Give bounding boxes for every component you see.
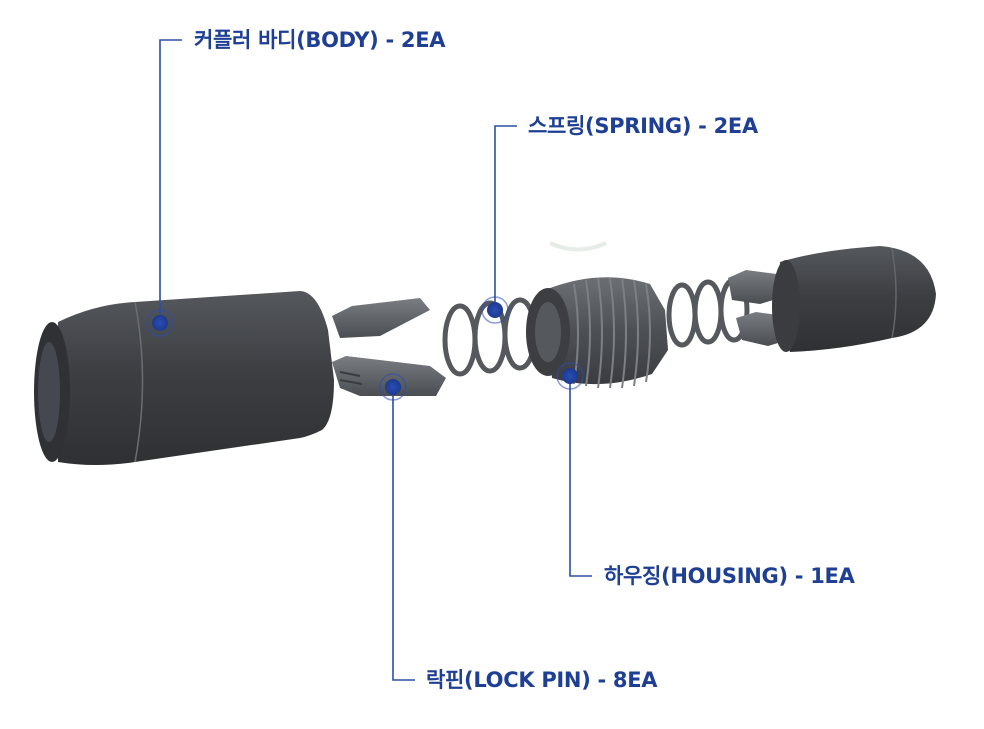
coupler-body-right xyxy=(772,246,936,352)
leader-lockpin xyxy=(392,388,415,681)
background-fade xyxy=(549,241,607,252)
marker-lockpin xyxy=(379,373,407,401)
lock-pins-left xyxy=(332,298,446,396)
leader-housing xyxy=(569,376,592,577)
housing xyxy=(526,277,668,389)
label-spring: 스프링(SPRING) - 2EA xyxy=(528,114,758,138)
marker-body xyxy=(146,309,174,337)
leader-spring xyxy=(494,125,517,310)
coupler-body-left xyxy=(34,291,334,465)
spring-right xyxy=(666,277,750,348)
label-housing: 하우징(HOUSING) - 1EA xyxy=(604,564,855,588)
marker-spring xyxy=(481,296,509,324)
leader-body xyxy=(159,39,182,322)
leader-lines xyxy=(159,39,592,681)
marker-housing xyxy=(556,362,584,390)
label-lock-pin: 락핀(LOCK PIN) - 8EA xyxy=(426,668,658,692)
label-coupler-body: 커플러 바디(BODY) - 2EA xyxy=(194,28,446,52)
